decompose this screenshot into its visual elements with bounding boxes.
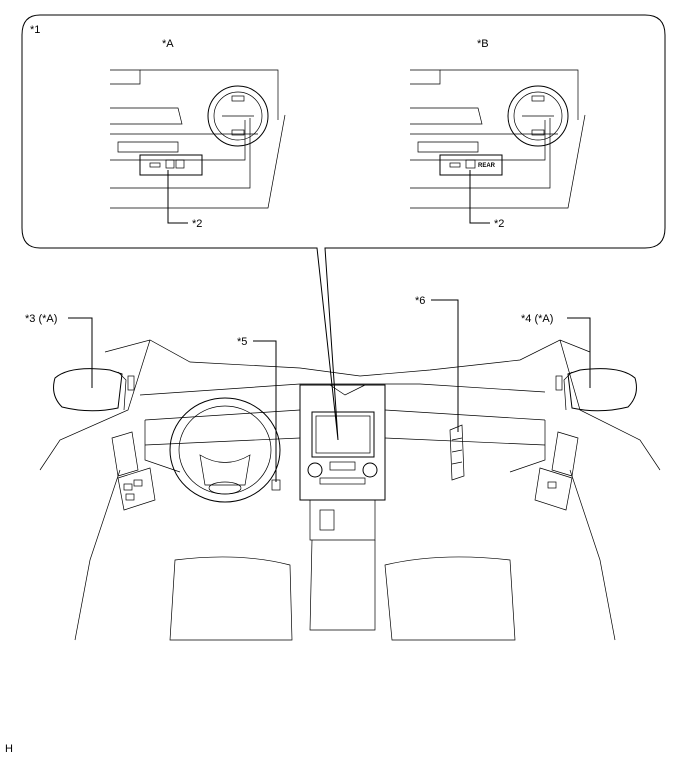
right-mirror (555, 368, 637, 412)
leader-steering-switch (253, 340, 277, 482)
leader-glovebox (431, 299, 459, 432)
left-mirror-label: *3 (*A) (25, 313, 57, 325)
seats (169, 556, 516, 641)
interior-outline (39, 339, 661, 641)
panel-variant-b (410, 69, 586, 209)
callout-box (21, 14, 666, 441)
variant-b-label: *B (477, 38, 489, 50)
steering-switch-label: *5 (237, 336, 247, 348)
leader-switch-a (167, 170, 188, 224)
left-mirror (53, 368, 135, 412)
switch-label-b: *2 (494, 218, 504, 230)
rear-switch-text: REAR (478, 163, 496, 169)
right-mirror-label: *4 (*A) (521, 313, 553, 325)
leader-left-mirror (68, 317, 93, 388)
left-door-panel (111, 431, 156, 511)
callout-box-label: *1 (30, 24, 40, 36)
leader-right-mirror (567, 317, 591, 388)
center-stack (299, 384, 386, 631)
glovebox-label: *6 (415, 295, 425, 307)
right-door-panel (534, 431, 579, 511)
variant-a-label: *A (162, 38, 174, 50)
glovebox-area (449, 424, 465, 481)
panel-variant-a (110, 69, 286, 209)
switch-label-a: *2 (192, 218, 202, 230)
corner-code: H (5, 743, 13, 755)
steering-wheel (169, 397, 281, 503)
leader-switch-b (469, 170, 490, 224)
